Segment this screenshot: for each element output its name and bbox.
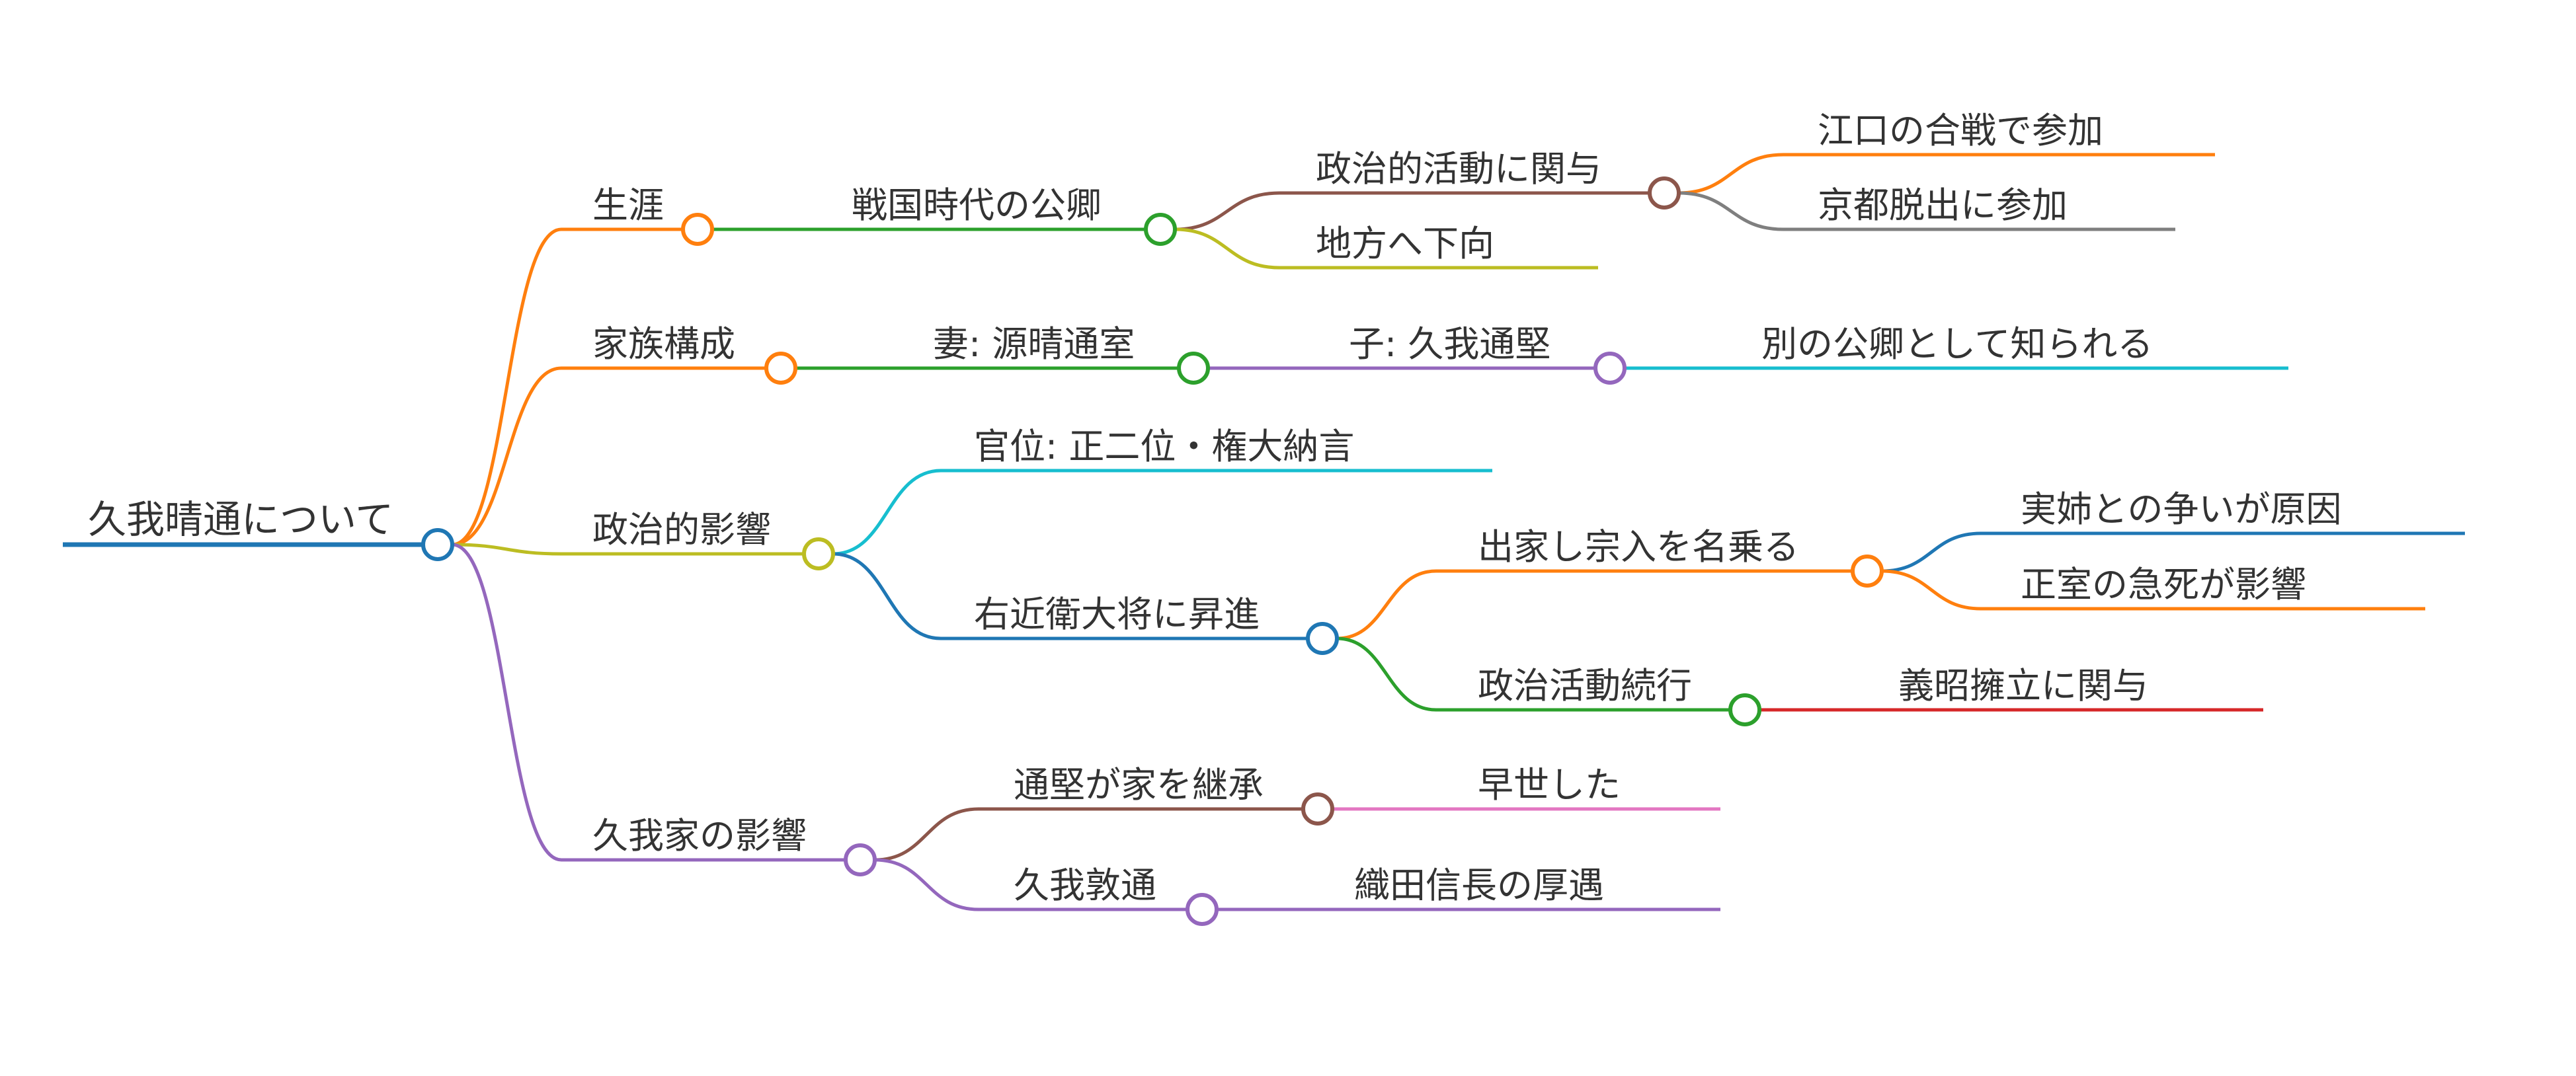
branch-kan_i (832, 469, 1492, 556)
branch-eguchi (1678, 153, 2215, 195)
node-label-jisshi[interactable]: 実姉との争いが原因 (2021, 488, 2341, 530)
root-node-label[interactable]: 久我晴通について (88, 497, 393, 542)
mindmap-edges (63, 153, 2465, 911)
collapse-toggle-kogake[interactable] (844, 843, 877, 876)
collapse-toggle-shougai[interactable] (681, 213, 714, 246)
branch-kazoku (452, 366, 766, 547)
branch-seishitsu (1881, 569, 2425, 611)
branch-kogake (452, 543, 846, 862)
branch-jisshi (1881, 531, 2465, 573)
collapse-toggle-seiji_katsudou[interactable] (1648, 176, 1681, 210)
node-label-yoshiaki[interactable]: 義昭擁立に関与 (1898, 665, 2148, 707)
node-label-ko[interactable]: 子: 久我通堅 (1349, 323, 1550, 365)
node-label-oda[interactable]: 織田信長の厚遇 (1354, 865, 1604, 906)
collapse-toggle-seiji_eikyou[interactable] (802, 537, 835, 570)
node-label-kazoku[interactable]: 家族構成 (592, 323, 735, 365)
collapse-toggle-shukke[interactable] (1851, 555, 1884, 588)
collapse-toggle-zokkou[interactable] (1728, 693, 1761, 726)
branch-atsumichi (874, 858, 1187, 911)
collapse-toggle-keishou[interactable] (1301, 792, 1334, 826)
collapse-toggle-atsumichi[interactable] (1186, 893, 1219, 926)
node-label-seiji_katsudou[interactable]: 政治的活動に関与 (1316, 148, 1601, 190)
branch-seiji_eikyou (452, 543, 804, 556)
node-label-shougai[interactable]: 生涯 (592, 184, 664, 226)
node-label-keishou[interactable]: 通堅が家を継承 (1014, 764, 1264, 806)
collapse-toggle-kazoku[interactable] (764, 352, 797, 385)
node-label-atsumichi[interactable]: 久我敦通 (1014, 865, 1156, 906)
node-label-eguchi[interactable]: 江口の合戦で参加 (1818, 110, 2103, 151)
node-label-betsu[interactable]: 別の公卿として知られる (1761, 323, 2153, 365)
node-label-shukke[interactable]: 出家し宗入を名乗る (1478, 526, 1799, 568)
branch-zokkou (1336, 636, 1730, 712)
node-label-kyoto[interactable]: 京都脱出に参加 (1818, 184, 2068, 226)
node-label-zokkou[interactable]: 政治活動続行 (1478, 665, 1692, 707)
mindmap-node-circles (421, 176, 1884, 926)
branch-ukon (832, 552, 1308, 640)
branch-keishou (874, 807, 1303, 862)
collapse-toggle-tsuma[interactable] (1177, 352, 1210, 385)
node-label-kogake[interactable]: 久我家の影響 (592, 815, 807, 857)
collapse-toggle-sengoku[interactable] (1144, 213, 1177, 246)
branch-kyoto (1678, 191, 2175, 231)
branch-chihou (1174, 227, 1598, 270)
branch-shukke (1336, 569, 1853, 640)
node-label-sengoku[interactable]: 戦国時代の公卿 (852, 184, 1102, 226)
node-label-chihou[interactable]: 地方へ下向 (1316, 223, 1494, 264)
node-label-kan_i[interactable]: 官位: 正二位・権大納言 (974, 426, 1354, 467)
collapse-toggle-root[interactable] (421, 528, 454, 561)
branch-seiji_katsudou (1174, 191, 1650, 231)
node-label-seiji_eikyou[interactable]: 政治的影響 (592, 509, 771, 551)
node-label-tsuma[interactable]: 妻: 源晴通室 (933, 323, 1135, 365)
collapse-toggle-ukon[interactable] (1306, 622, 1339, 655)
mindmap-labels: 久我晴通について 生涯 戦国時代の公卿 政治的活動に関与 江口の合戦で参加京都脱出に参加… (88, 110, 2341, 906)
node-label-seishitsu[interactable]: 正室の急死が影響 (2021, 564, 2306, 605)
branch-shougai (452, 227, 683, 547)
collapse-toggle-ko[interactable] (1593, 352, 1627, 385)
node-label-ukon[interactable]: 右近衛大将に昇進 (974, 594, 1260, 635)
node-label-sousei[interactable]: 早世した (1478, 764, 1621, 806)
